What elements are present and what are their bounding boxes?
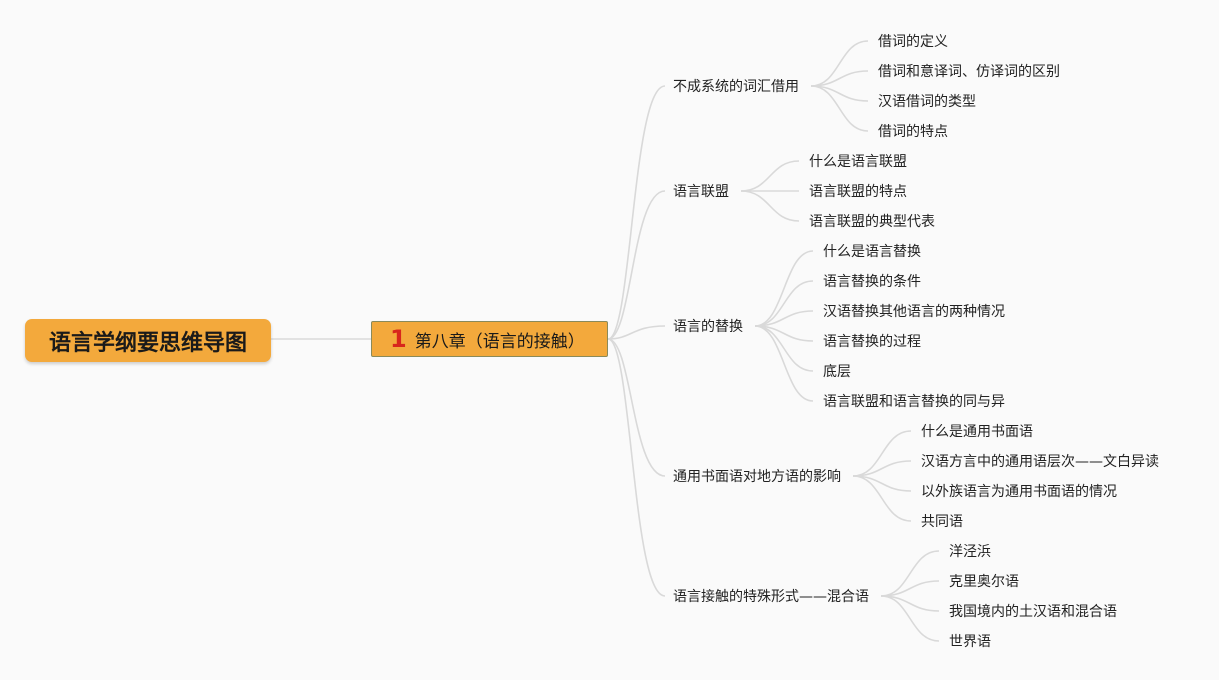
topic-node[interactable]: 语言的替换 [673, 319, 743, 335]
subtopic-node[interactable]: 语言替换的过程 [823, 334, 921, 350]
chapter-label: 第八章（语言的接触） [414, 331, 585, 352]
subtopic-node[interactable]: 洋泾浜 [949, 544, 991, 560]
edge-topic-child [852, 475, 912, 522]
subtopic-node[interactable]: 语言联盟和语言替换的同与异 [823, 394, 1005, 410]
subtopic-node[interactable]: 借词和意译词、仿译词的区别 [878, 64, 1060, 80]
edge-topic-child [880, 550, 940, 597]
subtopic-node[interactable]: 以外族语言为通用书面语的情况 [921, 484, 1117, 500]
edge-topic-child [740, 190, 800, 222]
subtopic-node[interactable]: 克里奥尔语 [949, 574, 1019, 590]
topic-node[interactable]: 语言接触的特殊形式——混合语 [673, 589, 869, 605]
topic-node[interactable]: 语言联盟 [673, 184, 729, 200]
subtopic-node[interactable]: 语言联盟的典型代表 [809, 214, 935, 230]
topic-node[interactable]: 通用书面语对地方语的影响 [673, 469, 841, 485]
edge-topic-child [810, 85, 869, 132]
subtopic-node[interactable]: 共同语 [921, 514, 963, 530]
root-label: 语言学纲要思维导图 [48, 330, 247, 356]
edge-topic-child [810, 40, 869, 87]
edge-chapter-topic [607, 85, 666, 340]
edge-chapter-topic [607, 190, 666, 340]
edge-topic-child [754, 280, 814, 327]
subtopic-node[interactable]: 什么是通用书面语 [921, 424, 1033, 440]
subtopic-node[interactable]: 什么是语言联盟 [809, 154, 907, 170]
chapter-number: 1 [390, 325, 407, 353]
edge-chapter-topic [607, 325, 666, 340]
subtopic-node[interactable]: 什么是语言替换 [823, 244, 921, 260]
topic-node[interactable]: 不成系统的词汇借用 [673, 79, 799, 95]
subtopic-node[interactable]: 我国境内的土汉语和混合语 [949, 604, 1117, 620]
subtopic-node[interactable]: 语言替换的条件 [823, 274, 921, 290]
subtopic-node[interactable]: 汉语方言中的通用语层次——文白异读 [921, 454, 1159, 470]
edge-chapter-topic [607, 338, 666, 477]
edge-chapter-topic [607, 338, 666, 597]
subtopic-node[interactable]: 借词的定义 [878, 34, 948, 50]
root-node[interactable]: 语言学纲要思维导图 [25, 319, 271, 362]
subtopic-node[interactable]: 汉语借词的类型 [878, 94, 976, 110]
subtopic-node[interactable]: 世界语 [949, 634, 991, 650]
subtopic-node[interactable]: 语言联盟的特点 [809, 184, 907, 200]
edge-topic-child [754, 325, 814, 402]
edge-topic-child [740, 160, 800, 192]
subtopic-node[interactable]: 汉语替换其他语言的两种情况 [823, 304, 1005, 320]
edge-topic-child [880, 595, 940, 642]
edge-topic-child [754, 250, 814, 327]
subtopic-node[interactable]: 借词的特点 [878, 124, 948, 140]
chapter-node[interactable]: 1 第八章（语言的接触） [371, 321, 608, 357]
edge-topic-child [852, 430, 912, 477]
subtopic-node[interactable]: 底层 [823, 364, 851, 380]
